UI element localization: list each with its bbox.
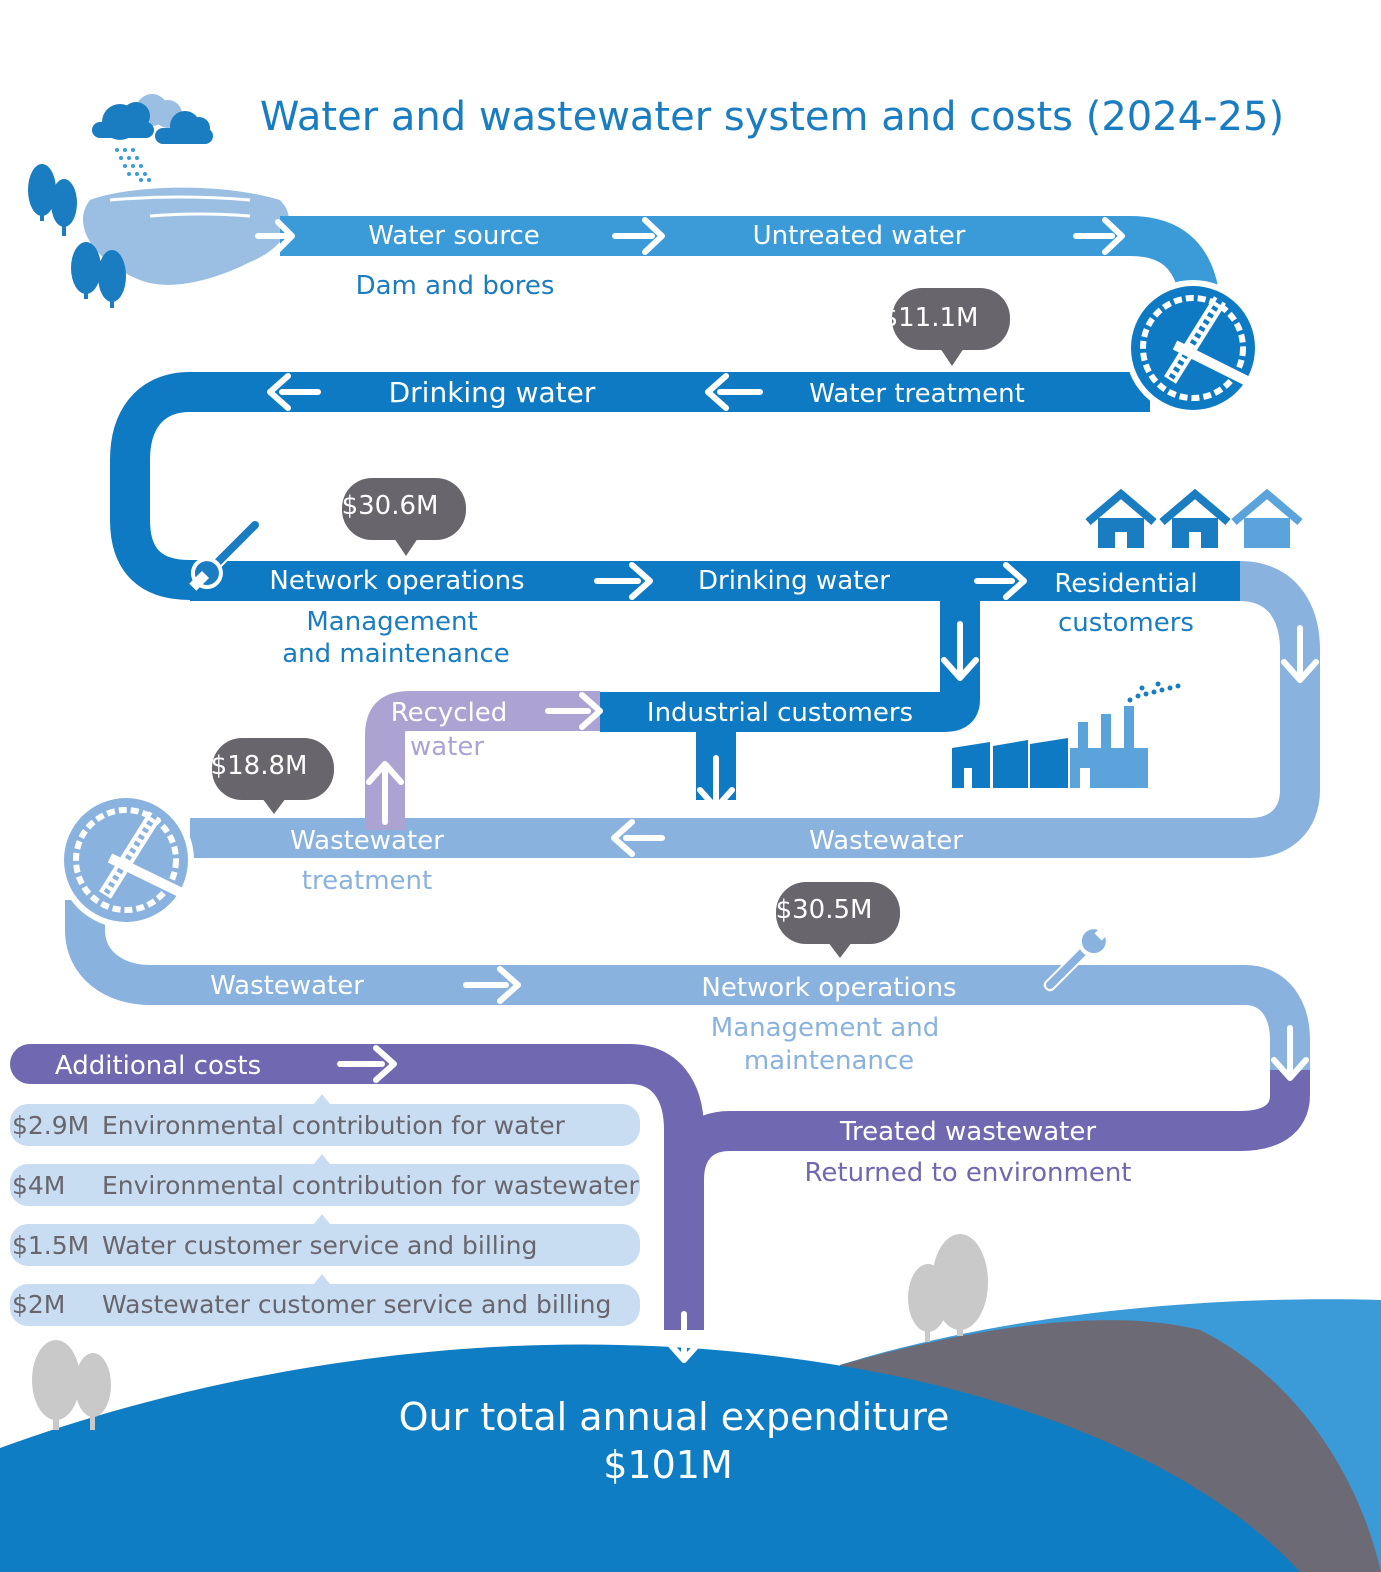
pipe-wastewater-lower xyxy=(65,900,1310,1070)
label-water-source: Water source xyxy=(368,221,539,251)
cost-row-label: Environmental contribution for water xyxy=(102,1111,566,1140)
label-network-ops-ww-sub1: Management and xyxy=(711,1013,939,1043)
cost-row-amount: $1.5M xyxy=(12,1231,89,1260)
label-residential-2: customers xyxy=(1058,608,1194,638)
factory-icon xyxy=(952,681,1181,788)
ground-blue-hill xyxy=(0,1344,1300,1572)
pipe-residential-wastewater xyxy=(190,561,1320,858)
label-wastewater-left: Wastewater xyxy=(210,971,364,1001)
label-network-ops-water-sub1: Management xyxy=(306,607,477,637)
additional-costs-cap xyxy=(10,1044,50,1084)
cost-row-amount: $2.9M xyxy=(12,1111,89,1140)
label-recycled-2: water xyxy=(410,732,484,762)
network-ops-ww-cost: $30.5M xyxy=(776,895,873,925)
label-ww-treatment-2: treatment xyxy=(302,866,432,896)
label-ww-treatment-1: Wastewater xyxy=(290,826,444,856)
arrow-icon xyxy=(255,217,1319,1363)
cost-row: $2M Wastewater customer service and bill… xyxy=(10,1274,640,1326)
ground xyxy=(0,1299,1381,1572)
cost-row: $2.9M Environmental contribution for wat… xyxy=(10,1094,640,1146)
label-additional-costs: Additional costs xyxy=(55,1051,261,1081)
label-water-treatment: Water treatment xyxy=(809,379,1025,409)
label-drinking-water-2: Drinking water xyxy=(698,566,890,596)
label-water-source-sub: Dam and bores xyxy=(356,271,555,301)
pipe-drinking-water xyxy=(110,372,1150,600)
house-icon xyxy=(1085,488,1157,548)
label-treated-ww: Treated wastewater xyxy=(839,1117,1096,1147)
page-title: Water and wastewater system and costs (2… xyxy=(260,94,1284,140)
wrench-icon xyxy=(189,518,262,591)
cost-bubble-network-water: $30.6M xyxy=(342,478,466,556)
cost-row: $1.5M Water customer service and billing xyxy=(10,1214,640,1266)
treatment-plant-icon xyxy=(1125,280,1261,416)
label-untreated-water: Untreated water xyxy=(753,221,966,251)
cost-row-amount: $4M xyxy=(12,1171,65,1200)
pipe-additional-costs xyxy=(30,1044,704,1200)
cost-bubble-ww-treatment: $18.8M xyxy=(211,738,334,814)
cost-row-label: Environmental contribution for wastewate… xyxy=(102,1171,640,1200)
network-ops-water-cost: $30.6M xyxy=(342,491,439,521)
cost-bubble-network-ww: $30.5M xyxy=(776,882,900,958)
label-recycled-1: Recycled xyxy=(391,698,508,728)
water-treatment-cost: $11.1M xyxy=(882,303,979,333)
label-industrial: Industrial customers xyxy=(647,698,913,728)
label-wastewater-right: Wastewater xyxy=(809,826,963,856)
label-drinking-water-1: Drinking water xyxy=(389,376,596,409)
wrench-icon xyxy=(1043,920,1115,992)
lake-icon xyxy=(83,187,289,285)
label-treated-ww-sub: Returned to environment xyxy=(805,1158,1132,1188)
cost-row-amount: $2M xyxy=(12,1290,65,1319)
treatment-plant-icon xyxy=(58,792,195,928)
tree-icon xyxy=(32,1234,988,1430)
flow-labels: Water source Dam and bores Untreated wat… xyxy=(55,221,1198,1188)
cost-row-label: Wastewater customer service and billing xyxy=(102,1290,611,1319)
rain-cloud-icon xyxy=(92,94,213,182)
pipe-industrial-branch xyxy=(600,600,980,732)
house-icon xyxy=(1159,488,1231,548)
cost-bubble-water-treatment: $11.1M xyxy=(882,288,1010,366)
total-label: Our total annual expenditure xyxy=(399,1395,950,1439)
label-residential-1: Residential xyxy=(1054,569,1197,599)
label-network-ops-water: Network operations xyxy=(269,566,524,596)
label-network-ops-ww-sub2: maintenance xyxy=(744,1046,914,1076)
pipes xyxy=(30,216,1320,1330)
additional-costs-list: $2.9M Environmental contribution for wat… xyxy=(10,1094,640,1326)
total-value: $101M xyxy=(603,1443,733,1487)
label-network-ops-water-sub2: and maintenance xyxy=(282,639,510,669)
tree-icon xyxy=(28,164,126,308)
label-network-ops-ww: Network operations xyxy=(701,973,956,1003)
cost-row-label: Water customer service and billing xyxy=(102,1231,537,1260)
house-icon xyxy=(1231,488,1303,548)
ww-treatment-cost: $18.8M xyxy=(211,751,308,781)
cost-row: $4M Environmental contribution for waste… xyxy=(10,1154,640,1206)
pipe-recycled xyxy=(365,691,600,830)
